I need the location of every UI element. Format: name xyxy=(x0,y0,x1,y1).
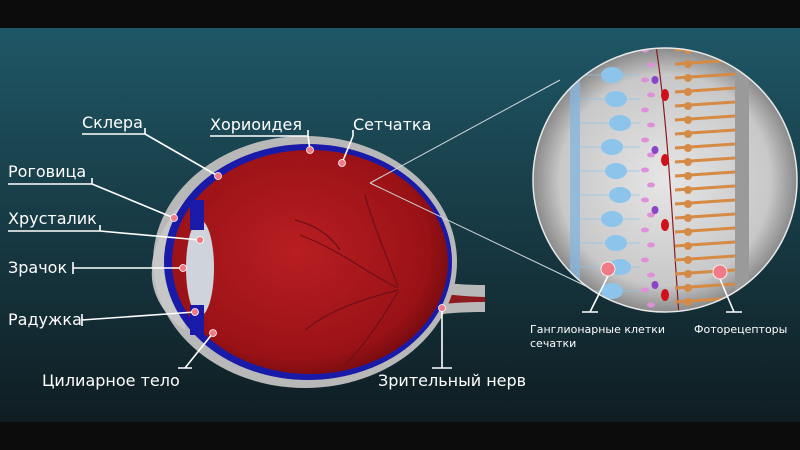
svg-text:Радужка: Радужка xyxy=(8,310,82,329)
ganglion-cell xyxy=(601,139,623,155)
zoom-guide-line-top xyxy=(369,79,561,184)
ganglion-cell xyxy=(605,235,627,251)
bipolar-cell xyxy=(647,212,655,218)
svg-text:Фоторецепторы: Фоторецепторы xyxy=(694,323,787,336)
eyeball xyxy=(151,136,485,388)
photoreceptor-body xyxy=(684,172,692,180)
bipolar-cell xyxy=(641,257,649,263)
retinal-vessels xyxy=(294,194,399,366)
photoreceptor-body xyxy=(684,200,692,208)
svg-text:Хориоидея: Хориоидея xyxy=(210,115,302,134)
bipolar-cell xyxy=(641,227,649,233)
horizontal-cell xyxy=(661,89,669,101)
bipolar-cell xyxy=(647,272,655,278)
label-pupil: Зрачок xyxy=(8,258,187,277)
photoreceptor-body xyxy=(684,74,692,82)
svg-text:сечатки: сечатки xyxy=(530,337,576,350)
label-sclera: Склера xyxy=(82,113,222,180)
bipolar-cell xyxy=(647,152,655,158)
photoreceptor-body xyxy=(684,102,692,110)
bipolar-cell xyxy=(647,242,655,248)
ganglion-cell xyxy=(609,115,631,131)
photoreceptor-body xyxy=(684,116,692,124)
label-cornea: Роговица xyxy=(8,162,178,222)
iris-top xyxy=(190,200,204,230)
svg-text:Хрусталик: Хрусталик xyxy=(8,209,97,228)
retina-zoom-view xyxy=(532,47,798,313)
bipolar-cell xyxy=(641,137,649,143)
label-retina: Сетчатка xyxy=(338,115,431,167)
label-optic-nerve: Зрительный нерв xyxy=(378,304,526,390)
zoom-guide-line-bottom xyxy=(369,182,591,289)
photoreceptor-body xyxy=(684,214,692,222)
photoreceptor-body xyxy=(684,186,692,194)
svg-text:Зрачок: Зрачок xyxy=(8,258,67,277)
bipolar-cell xyxy=(647,92,655,98)
nerve-fiber-layer xyxy=(570,48,580,312)
bipolar-cell xyxy=(641,167,649,173)
ganglion-cell xyxy=(601,211,623,227)
photoreceptor-body xyxy=(684,60,692,68)
ganglion-cell xyxy=(605,91,627,107)
photoreceptor-body xyxy=(684,144,692,152)
label-photoreceptors: Фоторецепторы xyxy=(694,264,787,336)
pigment-epithelium xyxy=(735,60,749,310)
svg-text:Зрительный нерв: Зрительный нерв xyxy=(378,371,526,390)
ganglion-cell xyxy=(601,67,623,83)
photoreceptor-body xyxy=(684,270,692,278)
photoreceptor-body xyxy=(684,88,692,96)
svg-text:Сетчатка: Сетчатка xyxy=(353,115,431,134)
photoreceptor-body xyxy=(684,284,692,292)
bipolar-cell xyxy=(647,302,655,308)
ganglion-cell xyxy=(605,163,627,179)
ganglion-cell xyxy=(601,283,623,299)
top-bar xyxy=(0,0,800,28)
svg-text:Роговица: Роговица xyxy=(8,162,86,181)
svg-text:Ганглионарные клетки: Ганглионарные клетки xyxy=(530,323,665,336)
bipolar-cell xyxy=(641,107,649,113)
horizontal-cell xyxy=(661,219,669,231)
lens xyxy=(186,220,214,316)
svg-text:Цилиарное тело: Цилиарное тело xyxy=(42,371,180,390)
bottom-bar xyxy=(0,422,800,450)
ganglion-cell xyxy=(609,187,631,203)
bipolar-cell xyxy=(641,77,649,83)
vitreous-body xyxy=(172,150,448,374)
photoreceptor-body xyxy=(684,228,692,236)
photoreceptor-body xyxy=(684,242,692,250)
amacrine-cell xyxy=(651,281,659,289)
photoreceptor-body xyxy=(684,130,692,138)
ganglion-marker xyxy=(600,261,616,277)
horizontal-cell xyxy=(661,154,669,166)
photoreceptor-marker xyxy=(712,264,728,280)
label-ganglion-cells: Ганглионарные клетки сечатки xyxy=(530,261,665,350)
photoreceptor-body xyxy=(684,298,692,306)
photoreceptor-body xyxy=(684,158,692,166)
label-iris: Радужка xyxy=(8,308,199,329)
svg-text:Склера: Склера xyxy=(82,113,143,132)
label-choroid: Хориоидея xyxy=(210,115,314,154)
amacrine-cell xyxy=(651,146,659,154)
amacrine-cell xyxy=(651,76,659,84)
photoreceptor-body xyxy=(684,256,692,264)
bipolar-cell xyxy=(641,287,649,293)
label-ciliary-body: Цилиарное тело xyxy=(42,329,217,390)
bipolar-cell xyxy=(647,182,655,188)
bipolar-cell xyxy=(647,62,655,68)
bipolar-cell xyxy=(647,122,655,128)
label-lens: Хрусталик xyxy=(8,209,204,244)
horizontal-cell xyxy=(661,289,669,301)
amacrine-cell xyxy=(651,206,659,214)
bipolar-cell xyxy=(641,197,649,203)
